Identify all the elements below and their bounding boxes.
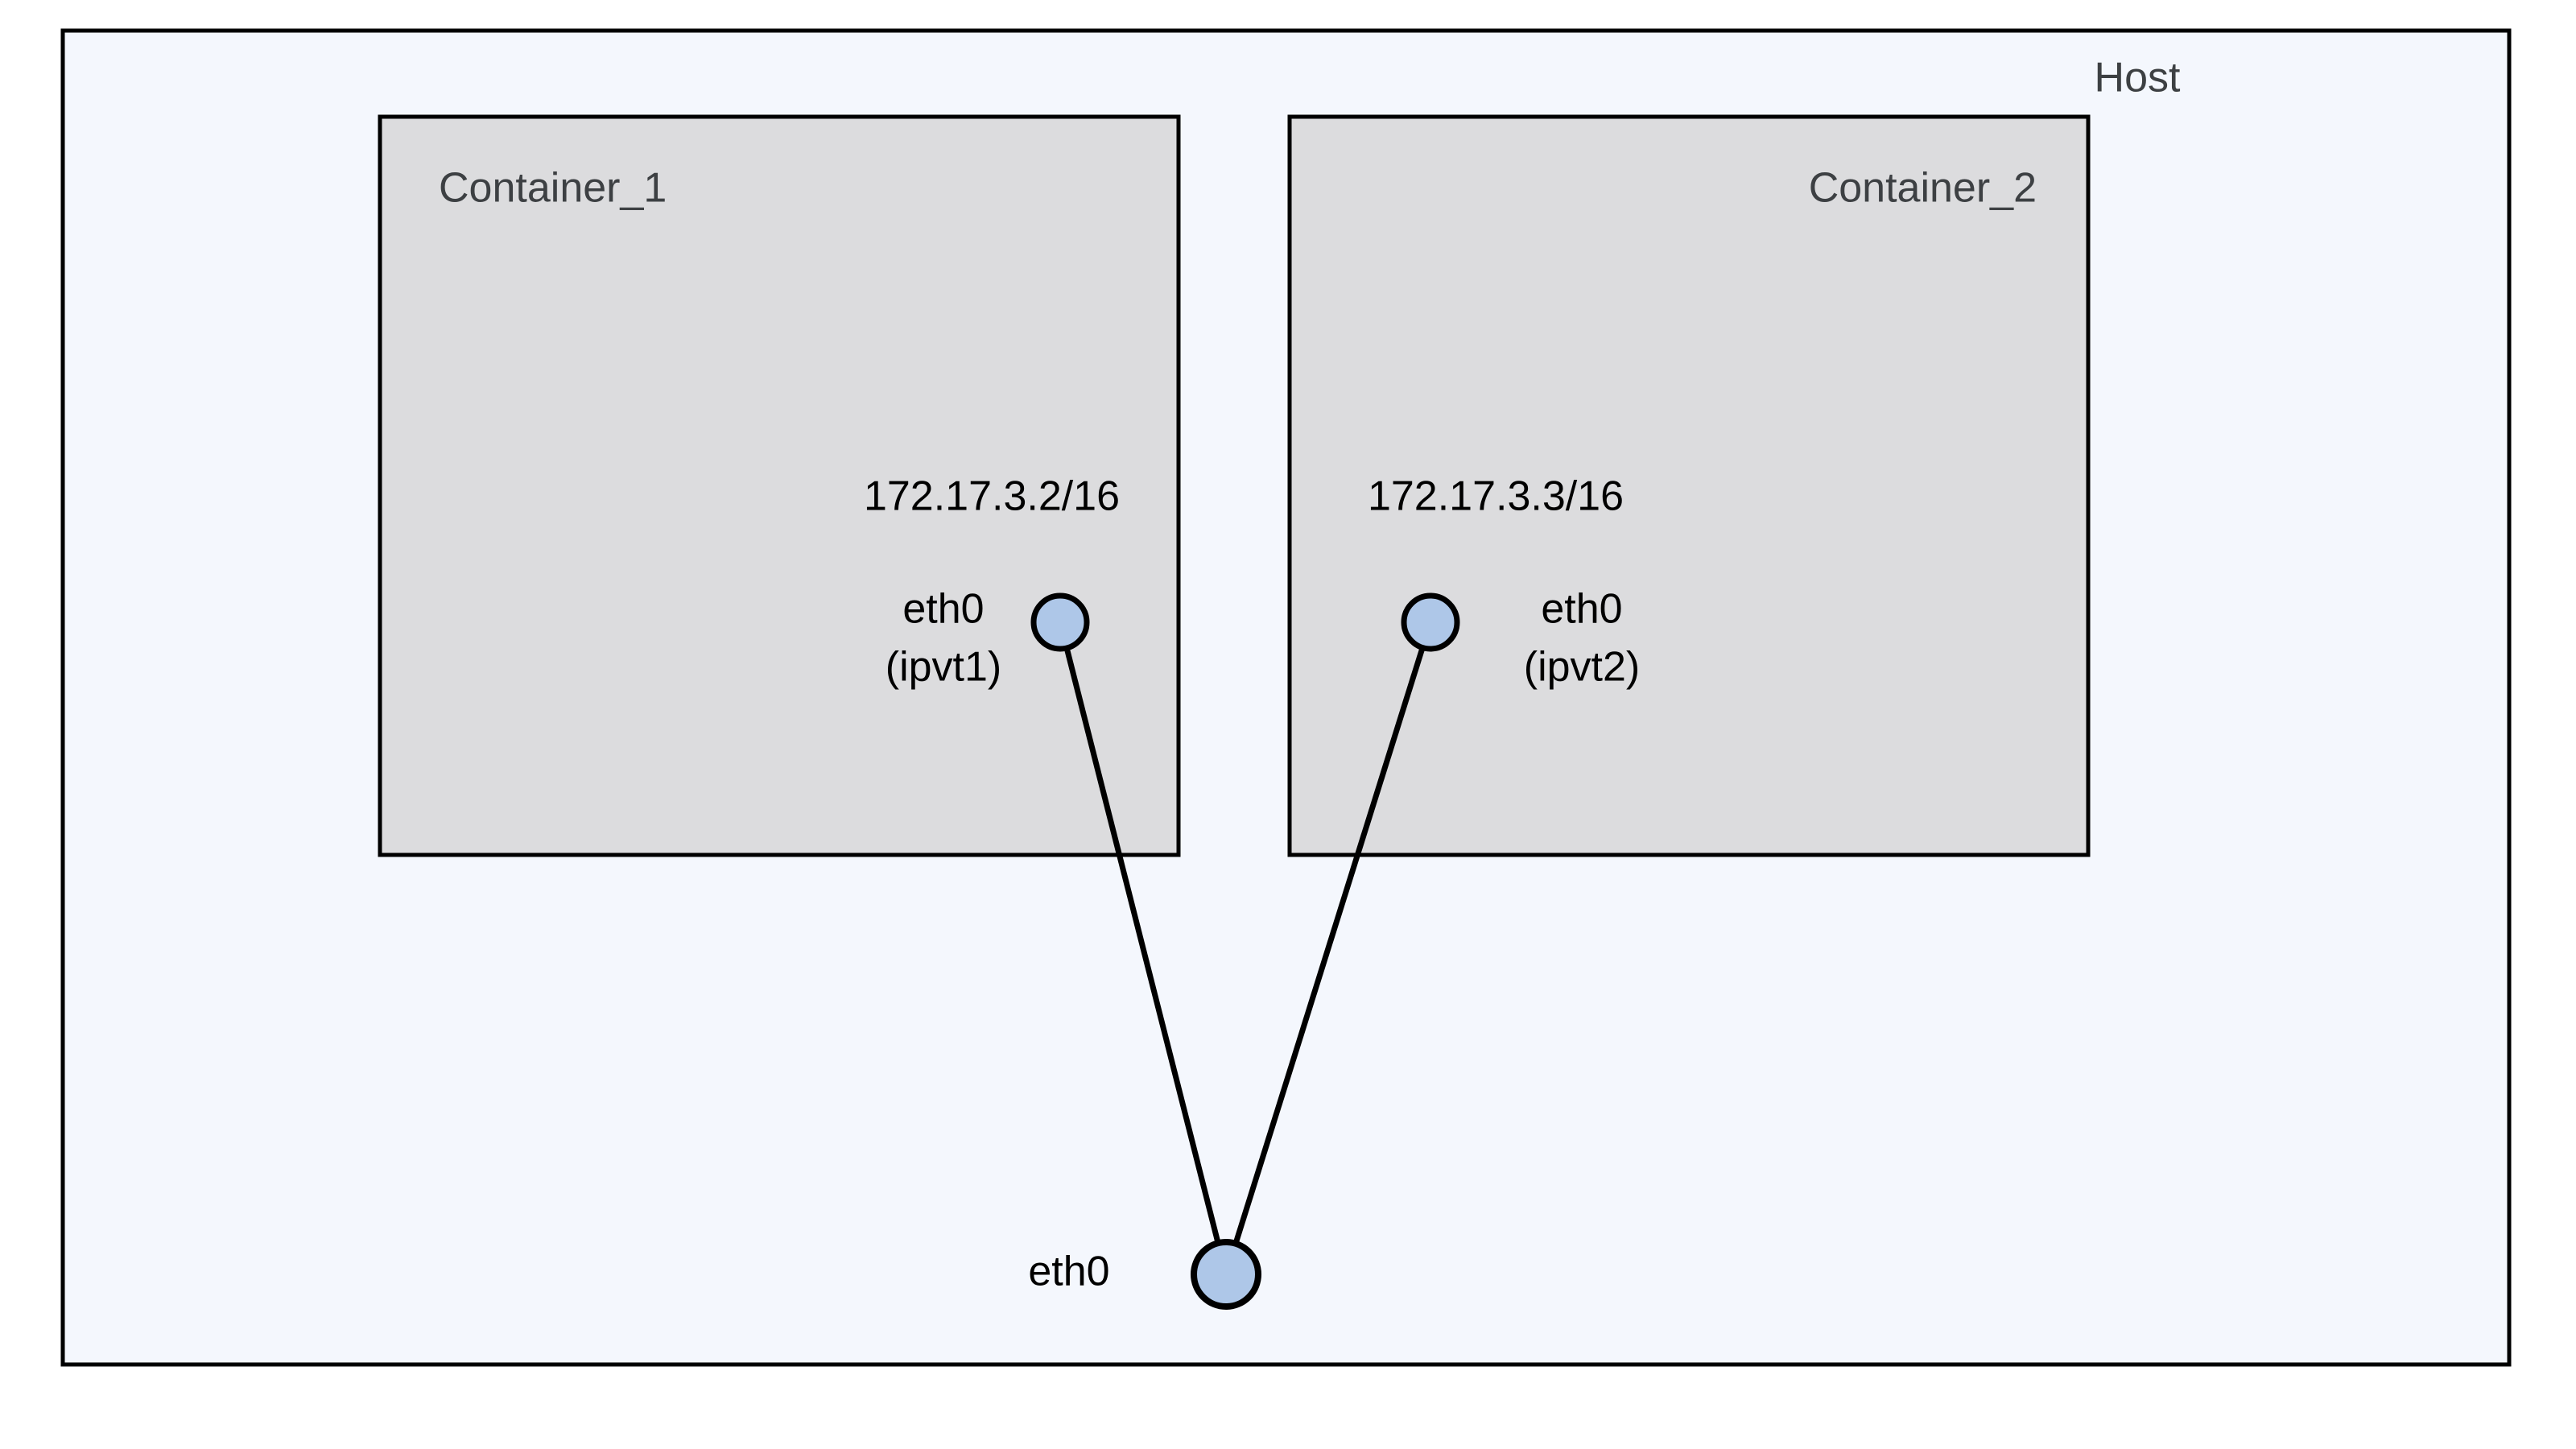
link-ipvt2-to-host-eth0 <box>1223 621 1434 1276</box>
container-1-interface-alias: (ipvt1) <box>886 644 1001 691</box>
container-2-interface-name: eth0 <box>1541 586 1622 633</box>
host-interface-node[interactable] <box>1191 1239 1261 1310</box>
container-1-ip-address: 172.17.3.2/16 <box>864 473 1120 520</box>
host-label: Host <box>2095 55 2181 101</box>
container-2-box[interactable] <box>1287 114 2091 857</box>
container-2-interface-node[interactable] <box>1401 592 1460 652</box>
host-interface-label: eth0 <box>1028 1249 1109 1295</box>
container-2-ip-address: 172.17.3.3/16 <box>1368 473 1624 520</box>
container-1-label: Container_1 <box>439 165 667 212</box>
link-ipvt1-to-host-eth0 <box>1057 621 1229 1275</box>
container-1-interface-name: eth0 <box>902 586 984 633</box>
container-1-interface-node[interactable] <box>1030 592 1090 652</box>
container-2-label: Container_2 <box>1809 165 2037 212</box>
container-1-box[interactable] <box>378 114 1181 857</box>
container-2-interface-alias: (ipvt2) <box>1524 644 1640 691</box>
